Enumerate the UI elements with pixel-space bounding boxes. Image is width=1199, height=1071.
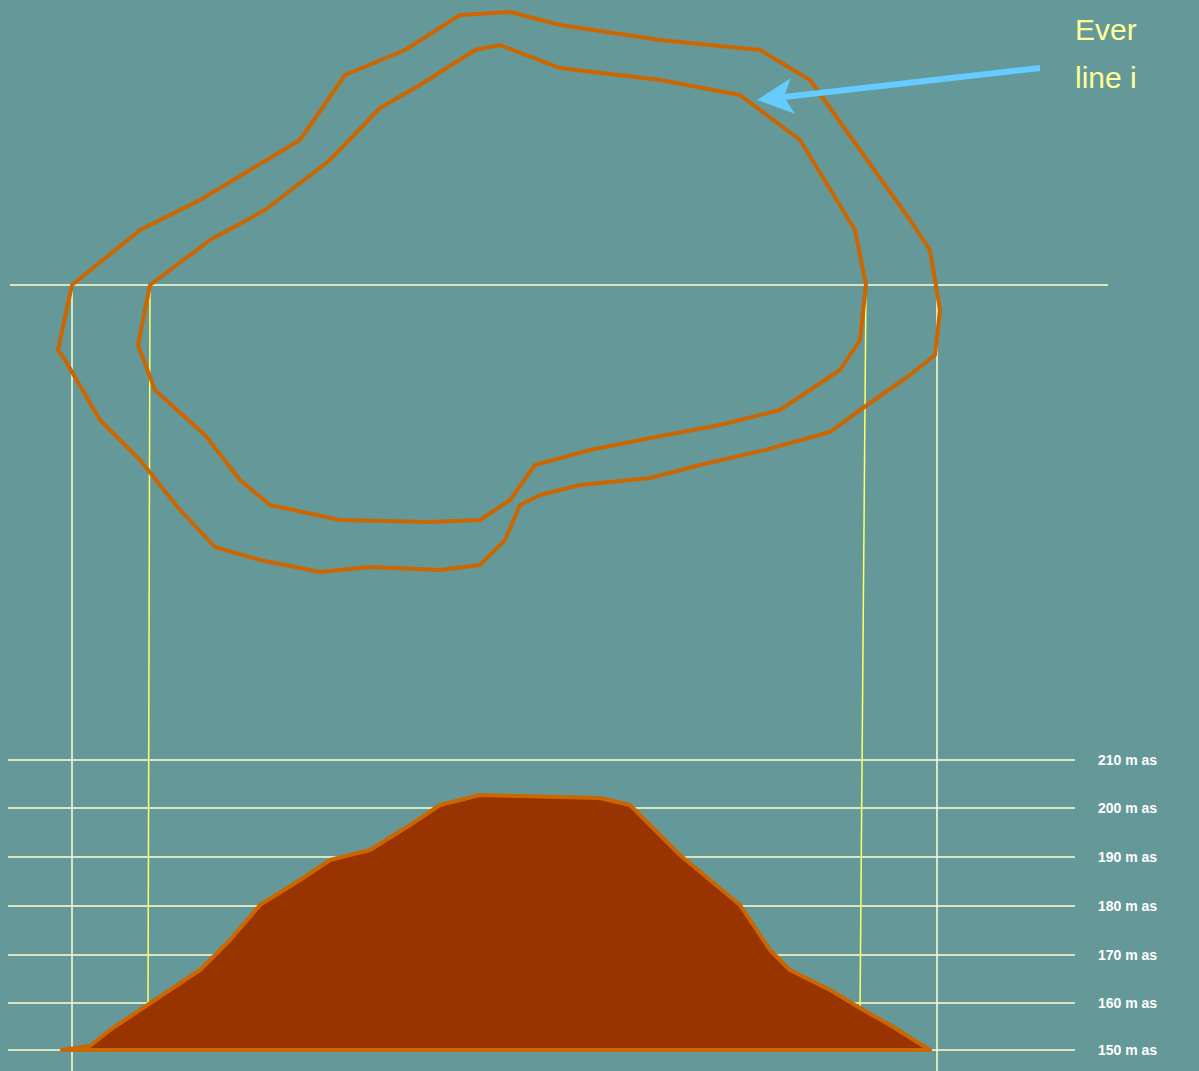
note-text: Ever [1075,14,1137,46]
elevation-label: 210 m as [1098,752,1157,768]
elevation-label: 160 m as [1098,995,1157,1011]
elevation-label: 170 m as [1098,947,1157,963]
elevation-label: 150 m as [1098,1042,1157,1058]
elevation-label: 200 m as [1098,800,1157,816]
elevation-label: 190 m as [1098,849,1157,865]
note-text: line i [1075,62,1137,94]
elevation-label: 180 m as [1098,898,1157,914]
